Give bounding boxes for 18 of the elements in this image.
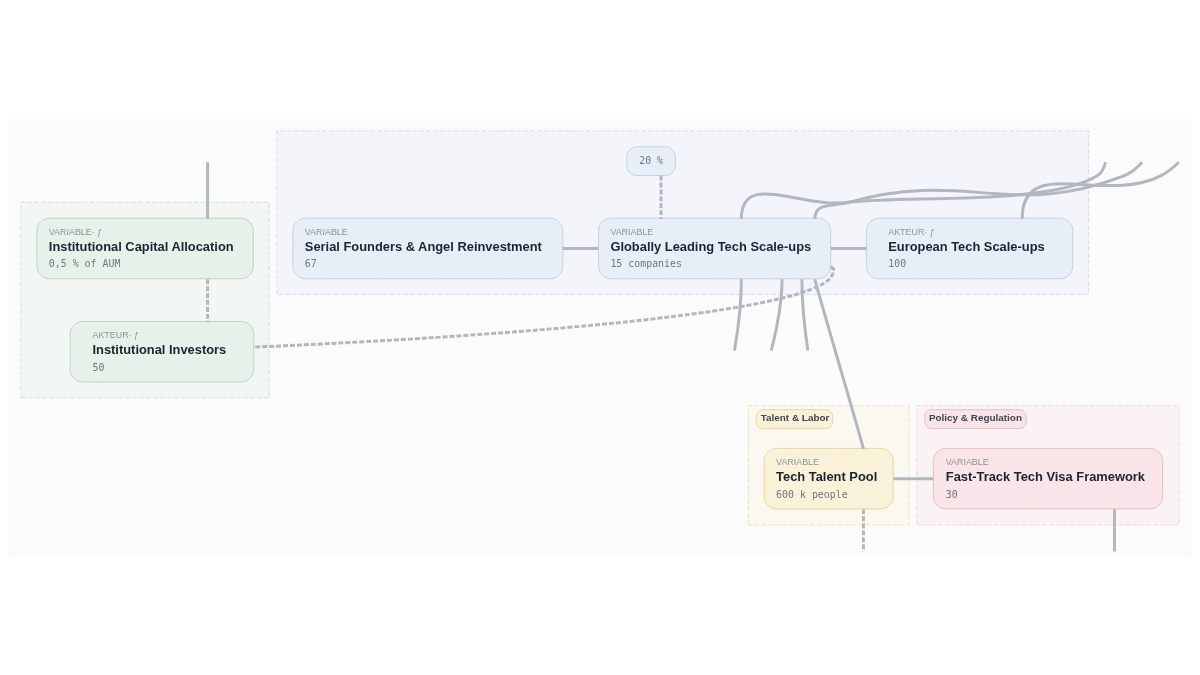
connector [739,161,1107,219]
connector [659,175,663,219]
cluster [276,129,1090,295]
connector [830,246,867,250]
connector [733,278,743,351]
connector [893,476,934,480]
connector [769,278,784,351]
connector [1112,508,1116,552]
connector [813,278,865,449]
connector [813,160,1144,219]
connector [1020,160,1180,219]
connector [253,266,835,349]
connector [800,278,810,351]
connector [206,161,210,219]
cluster [20,201,270,398]
connector [861,508,865,552]
connector [562,246,599,250]
connector [206,278,210,322]
